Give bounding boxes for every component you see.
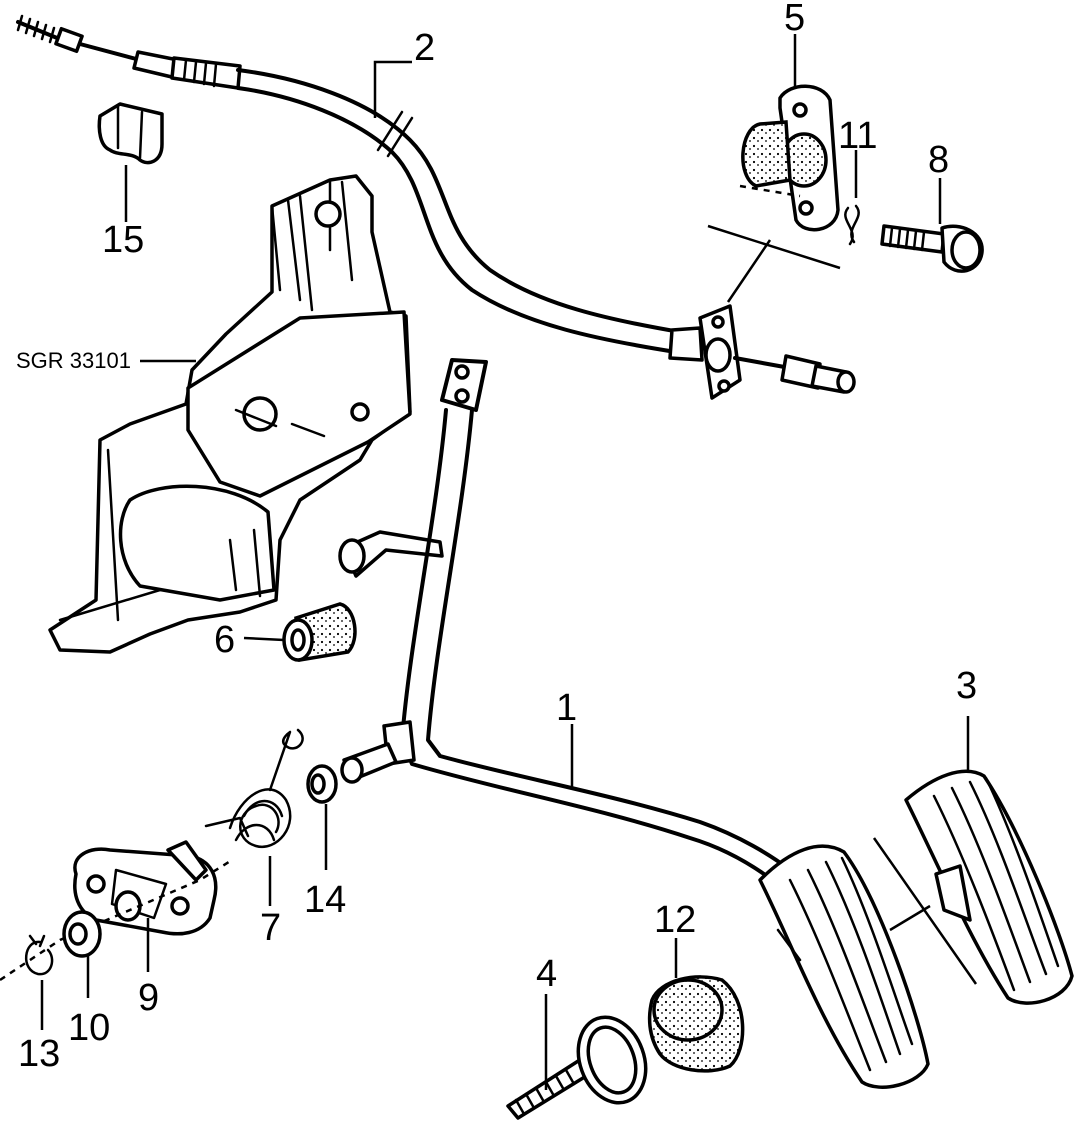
mounting-bolt: [880, 178, 984, 273]
callout-15: 15: [102, 219, 144, 261]
callout-10: 10: [68, 1007, 110, 1049]
pad-assembly-leader: [872, 837, 978, 985]
pedal-mounting-bracket: [48, 174, 412, 654]
callout-1: 1: [556, 687, 577, 729]
callout-3: 3: [956, 665, 977, 707]
retaining-clip: [24, 934, 54, 1030]
callout-9: 9: [138, 977, 159, 1019]
callout-14: 14: [304, 879, 346, 921]
pivot-sleeve: [243, 602, 357, 663]
lock-washer: [844, 150, 860, 246]
spring-washer: [306, 764, 338, 870]
pedal-pivot-bushing: [338, 530, 444, 578]
callout-6: 6: [214, 619, 235, 661]
callout-7: 7: [260, 907, 281, 949]
callout-4: 4: [536, 953, 557, 995]
callout-12: 12: [654, 899, 696, 941]
accelerator-pedal-arm: [340, 358, 792, 888]
pedal-pad-installed: [758, 844, 930, 1089]
pedal-pad: [904, 716, 1074, 1005]
assembly-leader: [707, 224, 841, 303]
cable-clip: [97, 102, 164, 222]
reference-code: SGR 33101: [16, 348, 131, 373]
callout-8: 8: [928, 139, 949, 181]
callout-5: 5: [784, 0, 805, 39]
pivot-mounting-plate: [0, 840, 233, 982]
return-spring: [204, 728, 304, 906]
callout-2: 2: [414, 27, 435, 69]
cable-mount-bracket: [739, 34, 840, 232]
callout-13: 13: [18, 1033, 60, 1075]
throttle-cable: [16, 14, 856, 400]
callout-11: 11: [838, 115, 877, 157]
adjusting-screw: [506, 994, 648, 1120]
flat-washer: [62, 910, 102, 998]
rubber-buffer: [647, 938, 745, 1073]
